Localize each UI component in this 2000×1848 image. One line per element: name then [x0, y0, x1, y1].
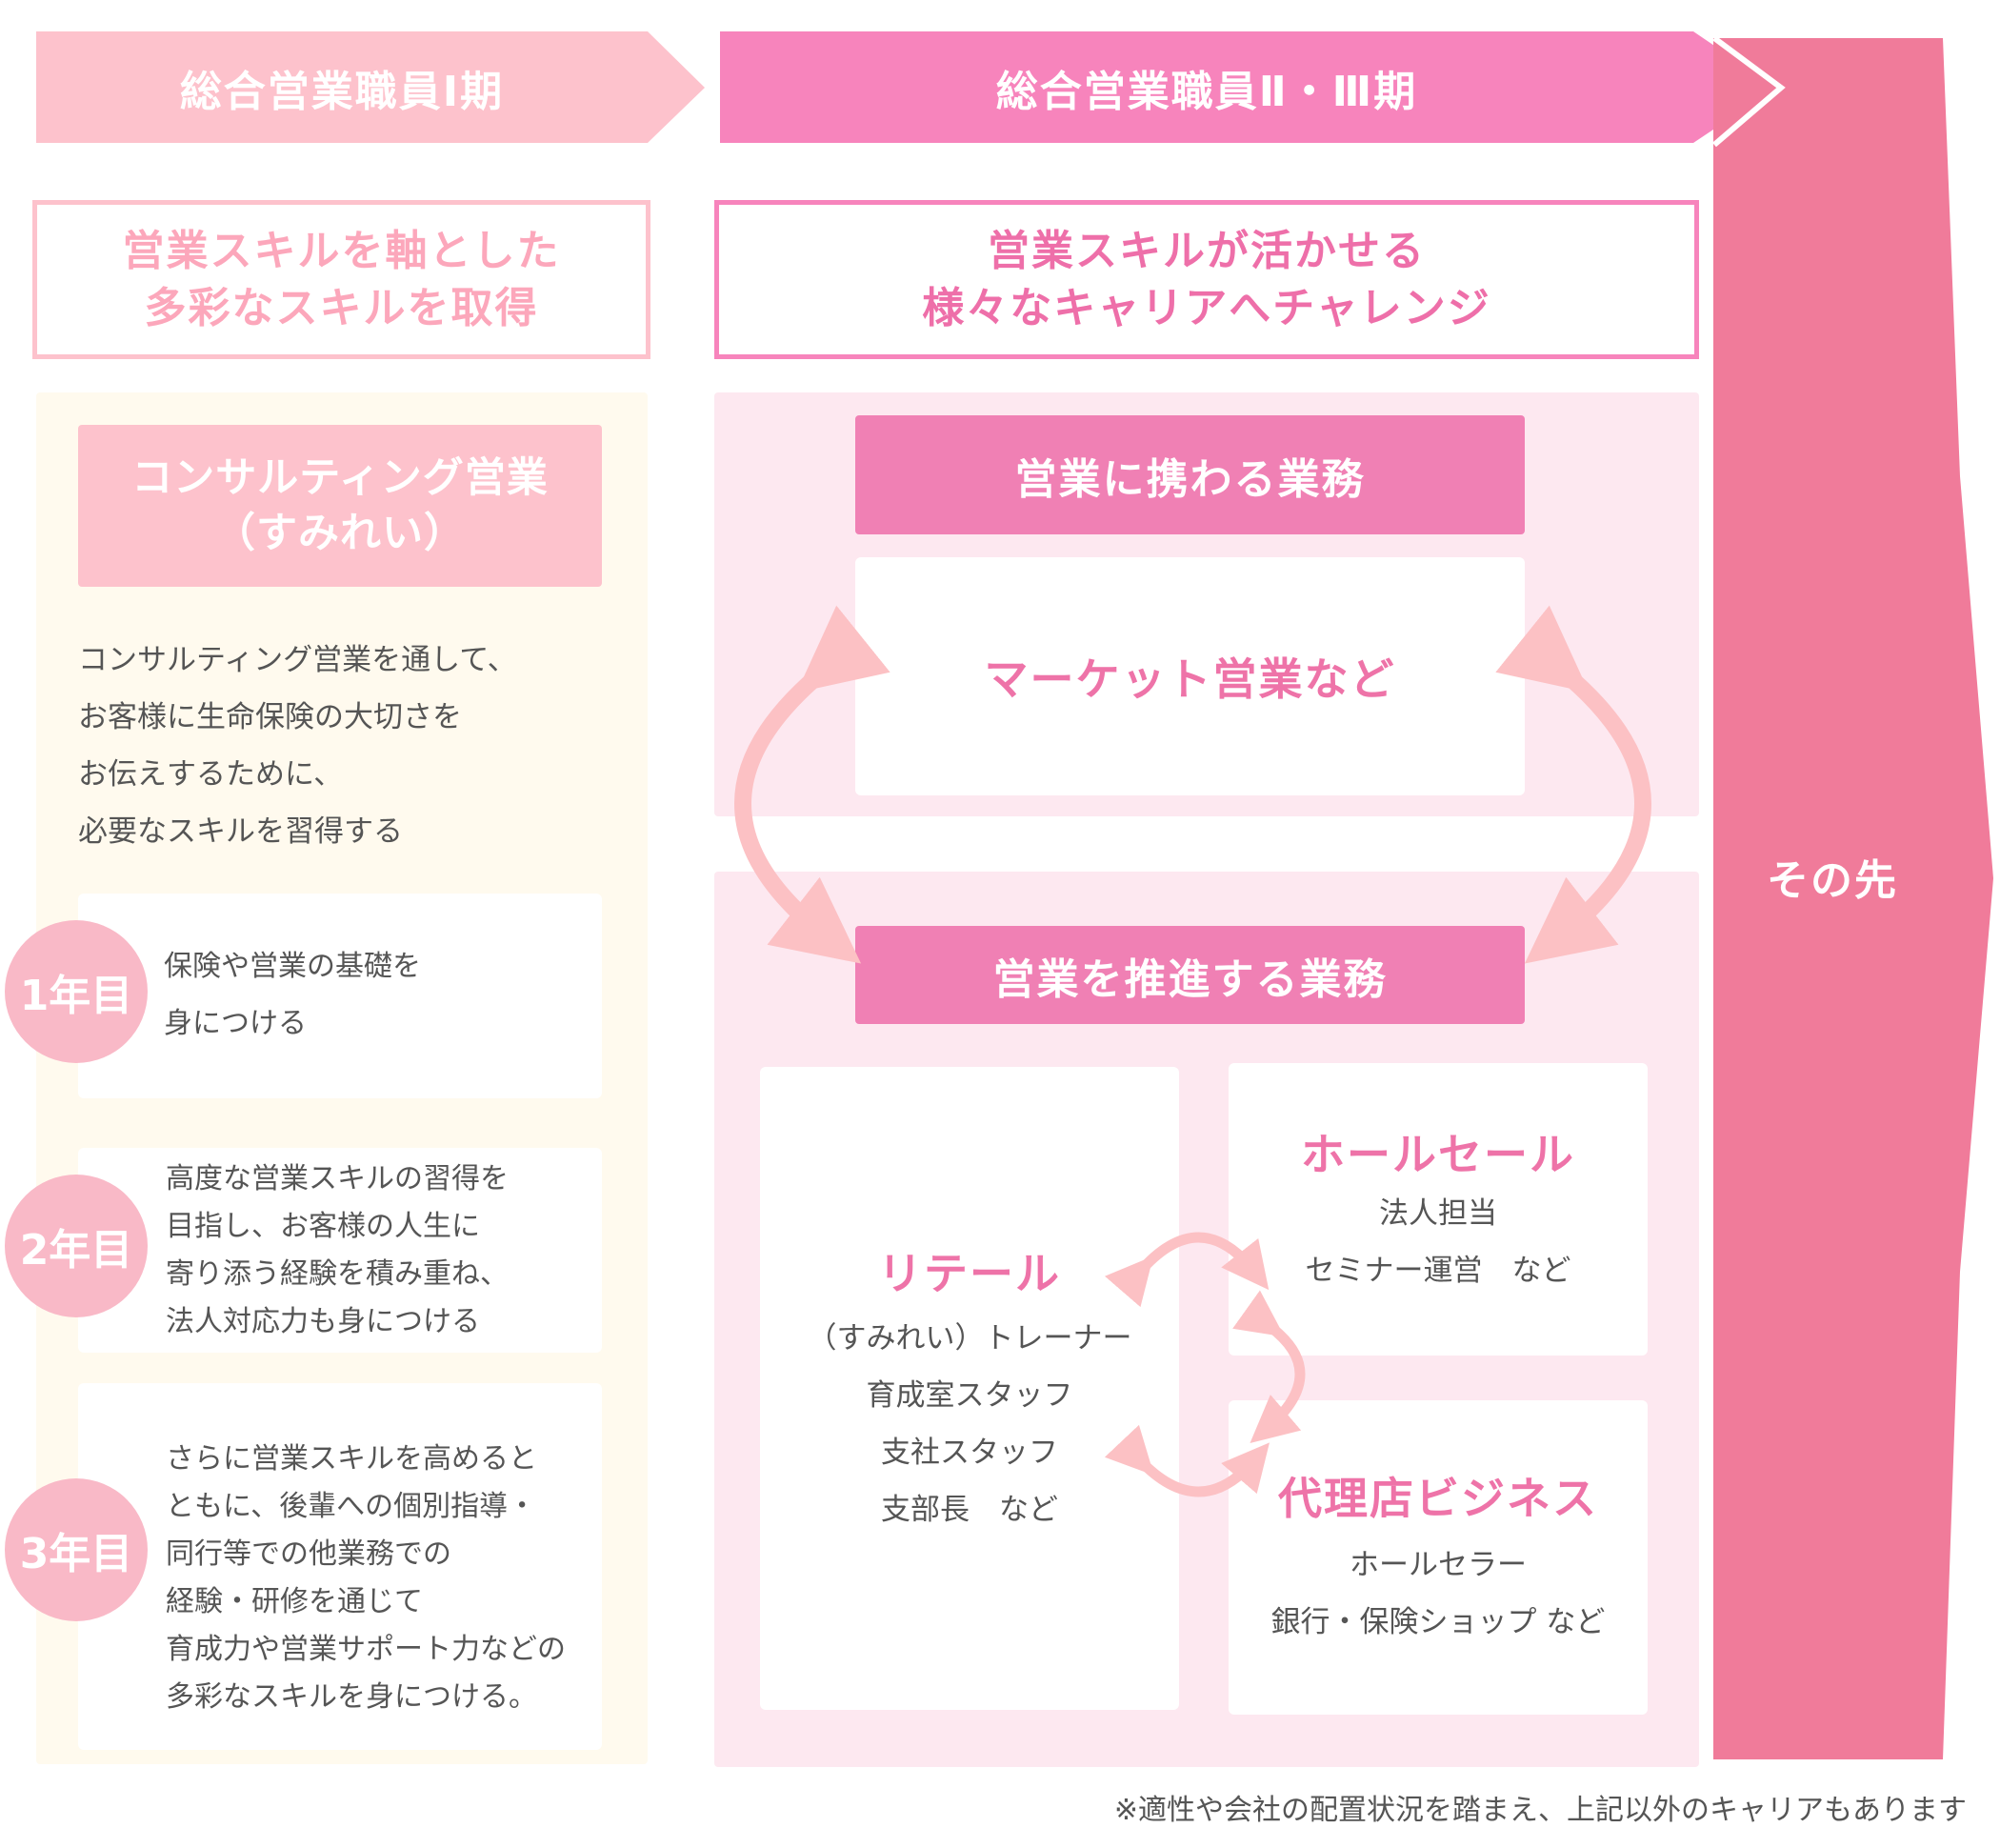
year3-line: 多彩なスキルを身につける。 [166, 1680, 537, 1714]
beyond-arrow-shape [1713, 38, 1993, 1759]
phase1-label: 総合営業職員Ⅰ期 [179, 67, 505, 116]
year3-text: さらに営業スキルを高めると ともに、後輩への個別指導・ 同行等での他業務での 経… [166, 1436, 604, 1721]
year1-text: 保険や営業の基礎を 身につける [164, 938, 592, 1053]
retail-item: 育成室スタッフ [866, 1377, 1073, 1413]
year3-card [78, 1383, 602, 1750]
retail-title: リテール [878, 1247, 1061, 1299]
agency-list: ホールセラー 銀行・保険ショップ など [1271, 1537, 1606, 1651]
goal1-box: 営業スキルを軸とした 多彩なスキルを取得 [32, 200, 650, 359]
wholesale-item: セミナー運営 など [1305, 1253, 1571, 1288]
right-cycle-arrow [1495, 605, 1651, 964]
consulting-description: コンサルティング営業を通して、 お客様に生命保険の大切さを お伝えするために、 … [78, 632, 630, 860]
beyond-label: その先 [1767, 856, 1898, 905]
footnote: ※適性や会社の配置状況を踏まえ、上記以外のキャリアもあります [1113, 1794, 1967, 1827]
consulting-desc-line: コンサルティング営業を通して、 [78, 643, 517, 677]
year3-line: 同行等での他業務での [166, 1537, 451, 1571]
wholesale-item: 法人担当 [1379, 1195, 1497, 1231]
year2-line: 法人対応力も身につける [166, 1305, 480, 1338]
phase-arrows [36, 31, 1993, 1759]
retail-agency-arrow [1104, 1424, 1270, 1497]
market-sales-card: マーケット営業など [855, 557, 1525, 795]
year2-line: 寄り添う経験を積み重ね、 [166, 1257, 509, 1291]
agency-item: ホールセラー [1349, 1548, 1527, 1582]
agency-title: 代理店ビジネス [1278, 1473, 1598, 1524]
year3-line: さらに営業スキルを高めると [166, 1442, 537, 1476]
year2-line: 高度な営業スキルの習得を [166, 1162, 509, 1195]
left-cycle-arrow [734, 605, 890, 964]
year3-line: 経験・研修を通じて [166, 1585, 423, 1618]
retail-item: （すみれい）トレーナー [807, 1320, 1132, 1356]
wholesale-list: 法人担当 セミナー運営 など [1306, 1185, 1571, 1299]
year3-badge: 3年目 [5, 1478, 148, 1621]
agency-item: 銀行・保険ショップ など [1270, 1605, 1606, 1639]
year1-line: 身につける [164, 1007, 307, 1040]
consulting-title-box: コンサルティング営業 （すみれい） [78, 425, 602, 587]
phase2-arrow-shape [720, 31, 1776, 143]
goal1-line1: 営業スキルを軸とした [122, 226, 561, 275]
wholesale-title: ホールセール [1301, 1128, 1575, 1180]
goal2-line1: 営業スキルが活かせる [988, 226, 1426, 275]
goal2-line2: 様々なキャリアへチャレンジ [922, 283, 1491, 332]
year1-card [78, 894, 602, 1098]
year1-badge: 1年目 [5, 920, 148, 1063]
beyond-arrow-chevron [1712, 35, 1786, 148]
year2-badge: 2年目 [5, 1175, 148, 1317]
wholesale-agency-arrow [1232, 1290, 1306, 1444]
year3-line: ともに、後輩への個別指導・ [166, 1490, 537, 1523]
connector-arrows [734, 605, 1651, 1497]
consulting-desc-line: お客様に生命保険の大切さを [78, 700, 462, 734]
retail-list: （すみれい）トレーナー 育成室スタッフ 支社スタッフ 支部長 など [808, 1310, 1132, 1538]
year2-line: 目指し、お客様の人生に [166, 1210, 480, 1243]
consulting-title-line1: コンサルティング営業 [131, 454, 549, 502]
phase1-arrow-shape [36, 31, 705, 143]
year2-text: 高度な営業スキルの習得を 目指し、お客様の人生に 寄り添う経験を積み重ね、 法人… [166, 1155, 594, 1346]
retail-item: 支部長 など [881, 1492, 1058, 1527]
consulting-desc-line: 必要なスキルを習得する [78, 814, 403, 849]
consulting-desc-line: お伝えするために、 [78, 757, 344, 792]
retail-wholesale-arrow [1105, 1232, 1270, 1308]
year2-card [78, 1148, 602, 1353]
year3-line: 育成力や営業サポート力などの [166, 1633, 566, 1666]
retail-item: 支社スタッフ [881, 1435, 1058, 1470]
retail-card: リテール （すみれい）トレーナー 育成室スタッフ 支社スタッフ 支部長 など [760, 1067, 1179, 1710]
goal1-line2: 多彩なスキルを取得 [144, 283, 539, 332]
agency-card: 代理店ビジネス ホールセラー 銀行・保険ショップ など [1229, 1400, 1648, 1715]
phase2-label: 総合営業職員Ⅱ・Ⅲ期 [995, 67, 1418, 116]
goal2-box: 営業スキルが活かせる 様々なキャリアへチャレンジ [714, 200, 1699, 359]
year1-line: 保険や営業の基礎を [164, 950, 421, 983]
sales-promotion-header: 営業を推進する業務 [855, 926, 1525, 1024]
consulting-title-line2: （すみれい） [214, 510, 466, 557]
sales-related-header: 営業に携わる業務 [855, 415, 1525, 534]
